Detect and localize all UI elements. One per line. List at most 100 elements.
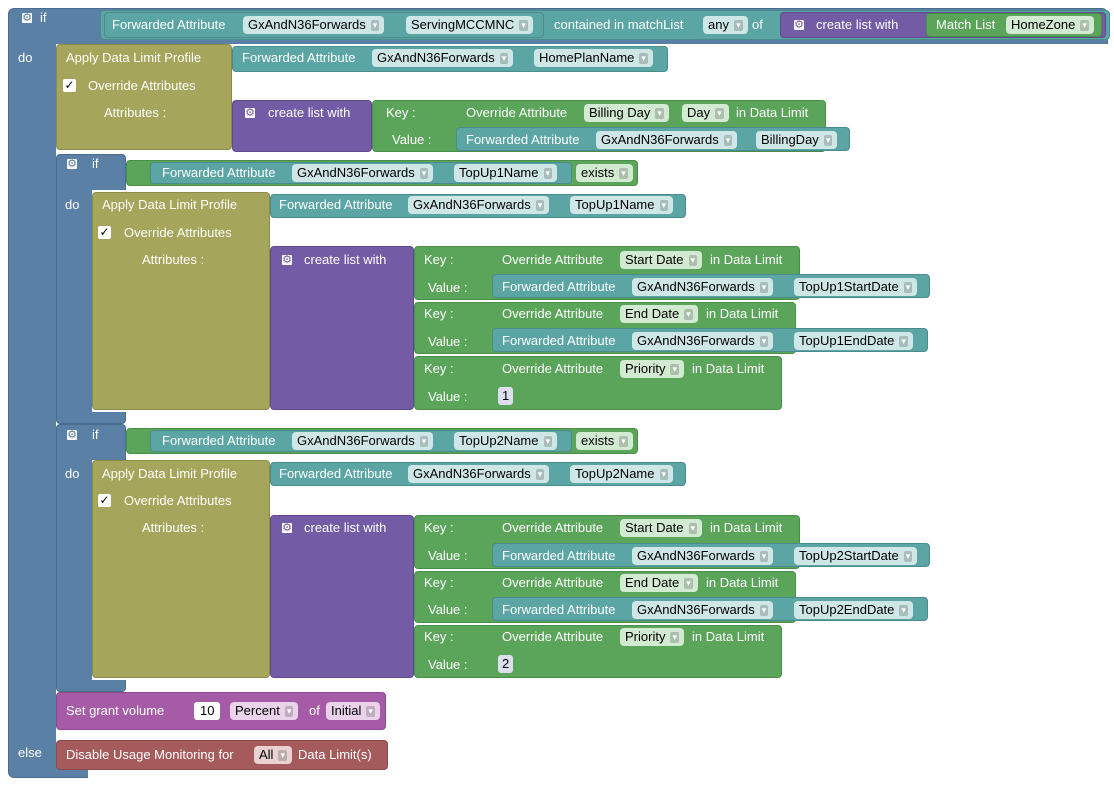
- condition-attr-dropdown[interactable]: ServingMCCMNC▾: [406, 16, 533, 34]
- topup2-create-list-block[interactable]: [270, 515, 414, 678]
- home-value-group-dropdown[interactable]: GxAndN36Forwards▾: [596, 131, 738, 149]
- topup2-pair1-group-dropdown[interactable]: GxAndN36Forwards▾: [632, 547, 774, 565]
- topup1-pair1-key-dropdown[interactable]: Start Date▾: [620, 251, 703, 269]
- home-key-attr2-dropdown[interactable]: Day▾: [682, 104, 729, 122]
- gear-icon[interactable]: ⚙: [65, 428, 79, 442]
- disable-scope-dropdown[interactable]: All▾: [254, 746, 292, 764]
- disable-label: Disable Usage Monitoring for: [66, 747, 234, 762]
- grant-value-input[interactable]: 10: [194, 702, 221, 720]
- topup2-pair2-in-limit: in Data Limit: [706, 575, 779, 590]
- home-value-attr-dropdown[interactable]: BillingDay▾: [756, 131, 838, 149]
- match-mode-dropdown[interactable]: any▾: [703, 16, 748, 34]
- gear-icon[interactable]: ⚙: [243, 106, 257, 120]
- attributes-label: Attributes :: [104, 105, 167, 120]
- topup2-pair2-key-dropdown[interactable]: End Date▾: [620, 574, 698, 592]
- contained-label: contained in matchList: [554, 17, 684, 32]
- topup2-priority-number[interactable]: 2: [498, 655, 514, 673]
- topup2-pair2-group-dropdown[interactable]: GxAndN36Forwards▾: [632, 601, 774, 619]
- topup1-pair2-override-label: Override Attribute: [502, 306, 604, 321]
- gear-icon[interactable]: ⚙: [280, 253, 294, 267]
- topup2-pair3-block[interactable]: [414, 625, 782, 678]
- topup2-apply-group-dropdown[interactable]: GxAndN36Forwards▾: [408, 465, 550, 483]
- topup2-if-keyword: if: [92, 427, 99, 442]
- topup1-pair1-attr-dropdown[interactable]: TopUp1StartDate▾: [794, 278, 918, 296]
- topup2-apply-title: Apply Data Limit Profile: [102, 466, 238, 481]
- topup1-pair2-attr-dropdown[interactable]: TopUp1EndDate▾: [794, 332, 913, 350]
- chevron-down-icon: ▾: [619, 168, 628, 179]
- gear-icon[interactable]: ⚙: [792, 18, 806, 32]
- topup1-cond-attr-dropdown[interactable]: TopUp1Name▾: [454, 164, 558, 182]
- topup2-pair1-value-label: Value :: [428, 548, 468, 563]
- topup1-create-list-block[interactable]: [270, 246, 414, 410]
- create-list-label: create list with: [816, 17, 899, 32]
- chevron-down-icon: ▾: [899, 605, 908, 616]
- home-value-label: Value :: [392, 132, 432, 147]
- gear-icon[interactable]: ⚙: [65, 157, 79, 171]
- gear-icon[interactable]: ⚙: [20, 11, 34, 25]
- topup1-pair1-group-dropdown[interactable]: GxAndN36Forwards▾: [632, 278, 774, 296]
- topup2-pair1-key-dropdown[interactable]: Start Date▾: [620, 519, 703, 537]
- chevron-down-icon: ▾: [284, 706, 294, 717]
- topup1-create-list-label: create list with: [304, 252, 387, 267]
- chevron-down-icon: ▾: [659, 469, 669, 480]
- override-label: Override Attributes: [88, 78, 196, 93]
- chevron-down-icon: ▾: [1080, 20, 1089, 31]
- topup2-pair1-attr-dropdown[interactable]: TopUp2StartDate▾: [794, 547, 918, 565]
- chevron-down-icon: ▾: [639, 53, 648, 64]
- topup1-pair2-group-dropdown[interactable]: GxAndN36Forwards▾: [632, 332, 774, 350]
- topup1-pair2-value-label: Value :: [428, 334, 468, 349]
- chevron-down-icon: ▾: [715, 108, 724, 119]
- topup2-apply-attr-dropdown[interactable]: TopUp2Name▾: [570, 465, 674, 483]
- topup1-pair3-key-label: Key :: [424, 361, 454, 376]
- chevron-down-icon: ▾: [535, 200, 545, 211]
- topup2-pair2-key-label: Key :: [424, 575, 454, 590]
- grant-unit-dropdown[interactable]: Percent▾: [230, 702, 299, 720]
- match-list-dropdown[interactable]: HomeZone▾: [1006, 16, 1094, 34]
- topup1-pair3-block[interactable]: [414, 356, 782, 410]
- topup2-exists-dropdown[interactable]: exists▾: [576, 432, 633, 450]
- home-attr-dropdown[interactable]: HomePlanName▾: [534, 49, 653, 67]
- topup1-override-checkbox[interactable]: ✓: [98, 225, 111, 239]
- topup2-pair3-override-label: Override Attribute: [502, 629, 604, 644]
- topup1-exists-dropdown[interactable]: exists▾: [576, 164, 633, 182]
- topup2-create-list-label: create list with: [304, 520, 387, 535]
- topup2-pair3-key-dropdown[interactable]: Priority▾: [620, 628, 684, 646]
- topup1-pair3-key-dropdown[interactable]: Priority▾: [620, 360, 684, 378]
- topup2-do-keyword: do: [65, 466, 80, 481]
- do-keyword: do: [18, 50, 33, 65]
- topup1-apply-group-dropdown[interactable]: GxAndN36Forwards▾: [408, 196, 550, 214]
- topup1-pair3-in-limit: in Data Limit: [692, 361, 765, 376]
- home-key-attr-dropdown[interactable]: Billing Day▾: [584, 104, 669, 122]
- home-group-dropdown[interactable]: GxAndN36Forwards▾: [372, 49, 514, 67]
- topup2-override-checkbox[interactable]: ✓: [98, 493, 111, 507]
- chevron-down-icon: ▾: [688, 523, 698, 534]
- topup1-apply-profile[interactable]: [92, 192, 270, 410]
- condition-group-dropdown[interactable]: GxAndN36Forwards▾: [243, 16, 385, 34]
- chevron-down-icon: ▾: [670, 632, 679, 643]
- gear-icon[interactable]: ⚙: [280, 521, 294, 535]
- disable-usage-monitoring-block[interactable]: [56, 740, 388, 770]
- override-checkbox[interactable]: ✓: [63, 78, 76, 92]
- chevron-down-icon: ▾: [499, 53, 509, 64]
- chevron-down-icon: ▾: [688, 255, 698, 266]
- home-override-attr-label: Override Attribute: [466, 105, 568, 120]
- topup2-pair2-value-label: Value :: [428, 602, 468, 617]
- topup2-pair2-attr-dropdown[interactable]: TopUp2EndDate▾: [794, 601, 913, 619]
- topup1-priority-number[interactable]: 1: [498, 387, 514, 405]
- topup1-apply-attr-dropdown[interactable]: TopUp1Name▾: [570, 196, 674, 214]
- topup2-override-label: Override Attributes: [124, 493, 232, 508]
- topup1-cond-group-dropdown[interactable]: GxAndN36Forwards▾: [292, 164, 434, 182]
- topup2-pair2-forwarded-label: Forwarded Attribute: [502, 602, 616, 617]
- home-in-limit-label: in Data Limit: [736, 105, 809, 120]
- else-keyword: else: [18, 745, 42, 760]
- apply-profile-title: Apply Data Limit Profile: [66, 50, 202, 65]
- topup2-cond-attr-dropdown[interactable]: TopUp2Name▾: [454, 432, 558, 450]
- topup2-cond-group-dropdown[interactable]: GxAndN36Forwards▾: [292, 432, 434, 450]
- topup1-pair2-forwarded-label: Forwarded Attribute: [502, 333, 616, 348]
- topup1-apply-forwarded-label: Forwarded Attribute: [279, 197, 393, 212]
- match-list-label: Match List: [936, 17, 996, 32]
- topup2-apply-profile[interactable]: [92, 460, 270, 678]
- grant-base-dropdown[interactable]: Initial▾: [326, 702, 380, 720]
- topup1-pair2-key-dropdown[interactable]: End Date▾: [620, 305, 698, 323]
- apply-data-limit-profile-home[interactable]: [56, 44, 232, 150]
